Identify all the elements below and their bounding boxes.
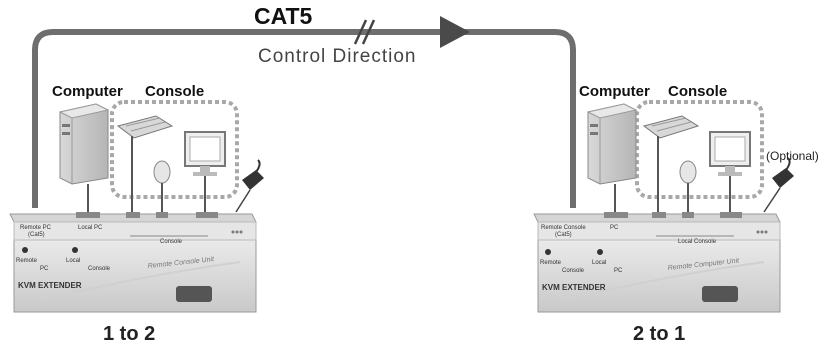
- monitor-icon: [709, 131, 751, 176]
- led-remote: [22, 247, 28, 253]
- power-adapter-icon: [763, 157, 794, 213]
- led-label-pc: PC: [40, 266, 49, 272]
- port-label-remote-pc: Remote PC: [20, 225, 52, 231]
- led-local: [72, 247, 78, 253]
- console-label: Console: [145, 83, 204, 100]
- caption-right: 2 to 1: [633, 323, 685, 345]
- computer-label: Computer: [579, 83, 650, 100]
- led-label-console: Console: [562, 268, 585, 274]
- led-local: [597, 249, 603, 255]
- led-label-local: Local: [592, 260, 606, 266]
- cable-break-mark: [353, 19, 368, 45]
- ventilation-grille: [702, 286, 738, 302]
- left-setup: Computer Console: [9, 83, 264, 345]
- cat5-cable: [32, 29, 576, 208]
- port-label-pc: PC: [610, 225, 619, 231]
- led-remote: [545, 249, 551, 255]
- direction-arrow: [440, 16, 470, 48]
- led-label-remote: Remote: [540, 260, 562, 266]
- product-name: KVM EXTENDER: [18, 281, 82, 290]
- led-label-console: Console: [88, 266, 111, 272]
- control-direction-label: Control Direction: [258, 46, 417, 67]
- ventilation-grille: [176, 286, 212, 302]
- caption-left: 1 to 2: [103, 323, 155, 345]
- power-adapter-icon: [235, 159, 264, 213]
- port-label-remote-console-sub: (Cat5): [555, 232, 572, 238]
- console-group-frame: [635, 100, 764, 199]
- led-label-pc: PC: [614, 268, 623, 274]
- mouse-icon: [153, 160, 171, 184]
- led-label-local: Local: [66, 258, 80, 264]
- cable-type-label: CAT5: [254, 3, 313, 29]
- cable-break-mark: [361, 19, 376, 45]
- computer-tower-icon: [586, 103, 638, 185]
- optional-label: (Optional): [766, 149, 819, 163]
- mouse-icon: [679, 160, 697, 184]
- kvm-extender-unit-left: [9, 212, 257, 313]
- product-name: KVM EXTENDER: [542, 283, 606, 292]
- keyboard-icon: [642, 115, 700, 139]
- port-label-local-console: Local Console: [678, 239, 717, 245]
- port-label-remote-pc-sub: (Cat5): [28, 232, 45, 238]
- console-group-frame: [110, 100, 239, 199]
- console-label: Console: [668, 83, 727, 100]
- led-label-remote: Remote: [16, 258, 38, 264]
- port-label-console: Console: [160, 239, 183, 245]
- computer-tower-icon: [58, 103, 110, 185]
- port-label-local-pc: Local PC: [78, 225, 103, 231]
- computer-label: Computer: [52, 83, 123, 100]
- monitor-icon: [184, 131, 226, 176]
- port-label-remote-console: Remote Console: [541, 225, 586, 231]
- right-setup: Computer Console (Optional): [533, 83, 819, 345]
- kvm-extender-unit-right: [533, 212, 781, 313]
- keyboard-icon: [116, 115, 174, 139]
